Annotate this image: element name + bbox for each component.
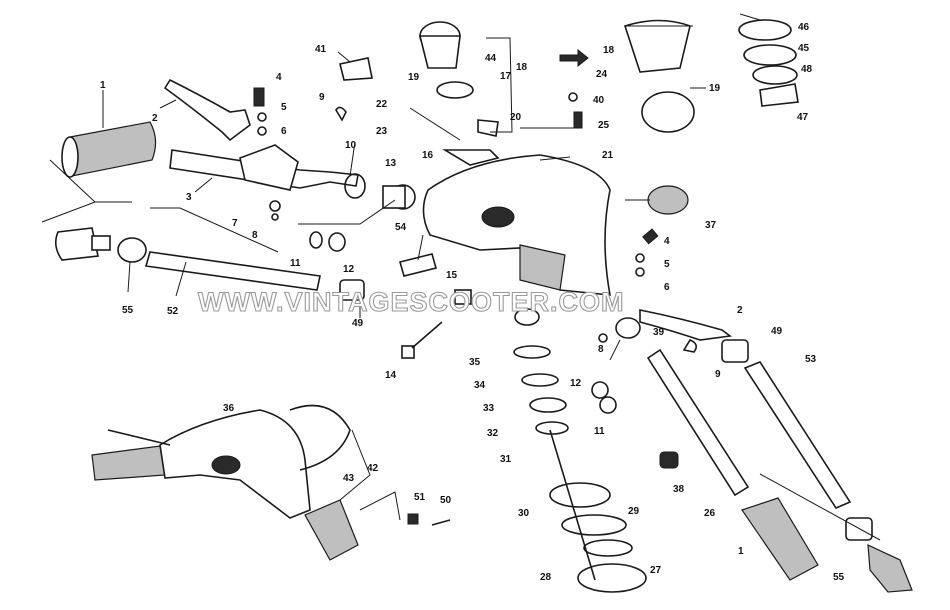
label-9-left: 9 <box>319 92 325 103</box>
label-34: 34 <box>474 380 486 391</box>
label-37: 37 <box>705 220 717 231</box>
right-grip <box>741 497 819 581</box>
label-41: 41 <box>315 44 327 55</box>
left-grip <box>61 121 157 178</box>
label-42: 42 <box>367 463 379 474</box>
shaft-26 <box>646 348 750 497</box>
label-32: 32 <box>487 428 499 439</box>
label-44: 44 <box>485 53 497 64</box>
speedo-detail <box>559 19 799 133</box>
label-10: 10 <box>345 140 357 151</box>
label-38: 38 <box>673 484 685 495</box>
label-45: 45 <box>798 43 810 54</box>
label-1-right: 1 <box>738 546 744 557</box>
bracket-41 <box>339 57 373 81</box>
label-4-left: 4 <box>276 72 282 83</box>
label-39: 39 <box>653 327 665 338</box>
label-5-right: 5 <box>664 259 670 270</box>
label-13: 13 <box>385 158 397 169</box>
label-54: 54 <box>395 222 407 233</box>
label-55-left: 55 <box>122 305 134 316</box>
label-23: 23 <box>376 126 388 137</box>
label-36: 36 <box>223 403 235 414</box>
label-50: 50 <box>440 495 452 506</box>
label-2-right: 2 <box>737 305 743 316</box>
label-52: 52 <box>167 306 179 317</box>
label-30: 30 <box>518 508 530 519</box>
brake-lever <box>163 78 251 142</box>
label-6-left: 6 <box>281 126 287 137</box>
label-9-right: 9 <box>715 369 721 380</box>
label-16: 16 <box>422 150 434 161</box>
label-15: 15 <box>446 270 458 281</box>
leader-lines <box>41 13 881 541</box>
label-53: 53 <box>805 354 817 365</box>
bracket-16-20 <box>442 119 500 166</box>
label-8-left: 8 <box>252 230 258 241</box>
part-labels: 1 2 3 4 5 6 7 8 9 10 11 12 13 14 15 16 1… <box>100 22 845 583</box>
label-43: 43 <box>343 473 355 484</box>
label-49-right: 49 <box>771 326 783 337</box>
label-12-right: 12 <box>570 378 582 389</box>
right-lever <box>615 309 733 341</box>
shaft-53 <box>721 339 852 510</box>
block-15 <box>454 289 472 305</box>
label-17: 17 <box>500 71 512 82</box>
label-28: 28 <box>540 572 552 583</box>
shaft-52 <box>144 251 321 291</box>
label-11-left: 11 <box>290 258 301 269</box>
label-48: 48 <box>801 64 813 75</box>
label-31: 31 <box>500 454 512 465</box>
bolt-14 <box>401 321 443 359</box>
label-55-right: 55 <box>833 572 845 583</box>
label-11-right: 11 <box>594 426 605 437</box>
hardware-50-51 <box>407 513 451 526</box>
label-26: 26 <box>704 508 716 519</box>
speedometer-top <box>418 21 474 99</box>
label-18-right: 18 <box>603 45 615 56</box>
label-5-left: 5 <box>281 102 287 113</box>
label-35: 35 <box>469 357 481 368</box>
label-29: 29 <box>628 506 640 517</box>
label-24: 24 <box>596 69 608 80</box>
bracket-54 <box>399 253 437 277</box>
clip-38 <box>659 451 679 469</box>
label-21: 21 <box>602 150 614 161</box>
label-19-right: 19 <box>709 83 721 94</box>
small-hardware-left <box>253 87 366 301</box>
label-19-center: 19 <box>408 72 420 83</box>
label-51: 51 <box>414 492 426 503</box>
label-47: 47 <box>797 112 809 123</box>
label-4-right: 4 <box>664 236 670 247</box>
label-6-right: 6 <box>664 282 670 293</box>
washers-11-12-right <box>591 381 617 414</box>
label-1-left: 1 <box>100 80 106 91</box>
steering-stack <box>513 308 647 593</box>
label-12-left: 12 <box>343 264 355 275</box>
label-3: 3 <box>186 192 192 203</box>
label-25: 25 <box>598 120 610 131</box>
label-20: 20 <box>510 112 522 123</box>
label-40: 40 <box>593 95 605 106</box>
small-hardware-right <box>568 92 698 353</box>
label-18-center: 18 <box>516 62 528 73</box>
handlebar-shaft <box>169 144 359 191</box>
watermark-text: WWW.VINTAGESCOOTER.COM <box>198 287 624 317</box>
label-46: 46 <box>798 22 810 33</box>
label-2-left: 2 <box>152 113 158 124</box>
round-37 <box>647 185 689 215</box>
label-22: 22 <box>376 99 388 110</box>
label-14: 14 <box>385 370 397 381</box>
cap-55-right <box>845 517 913 593</box>
left-sleeve <box>54 227 147 263</box>
label-8-right: 8 <box>598 344 604 355</box>
label-27: 27 <box>650 565 662 576</box>
collar-13 <box>382 184 416 210</box>
label-33: 33 <box>483 403 495 414</box>
label-49-center: 49 <box>352 318 364 329</box>
headset-body <box>422 154 611 296</box>
label-7: 7 <box>232 218 238 229</box>
assembled-handlebar <box>91 404 359 561</box>
